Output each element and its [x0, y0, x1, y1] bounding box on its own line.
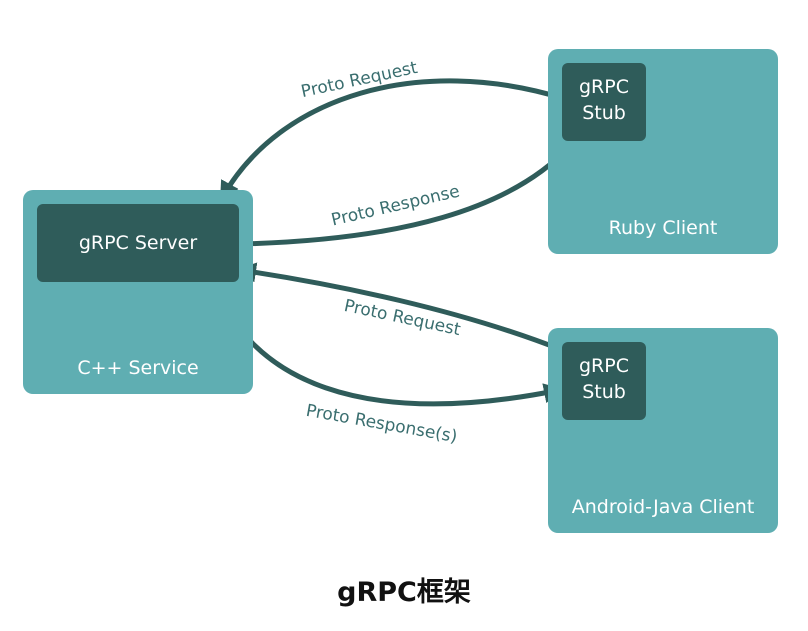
arrow-android-response [211, 281, 564, 407]
ruby-client-node: gRPC Stub Ruby Client [548, 49, 778, 254]
android-stub-line1: gRPC [579, 355, 629, 377]
grpc-server-label: gRPC Server [78, 232, 198, 254]
android-stub-line2: Stub [582, 380, 626, 403]
arrow-ruby-request [219, 78, 563, 202]
android-client-label: Android-Java Client [571, 496, 755, 518]
grpc-server-box: gRPC Server [37, 204, 239, 282]
grpc-diagram: gRPC Server C++ Service gRPC Stub Ruby C… [23, 49, 778, 533]
cpp-service-label: C++ Service [77, 357, 199, 379]
figure-caption: gRPC框架 [337, 577, 471, 608]
arrow-android-request [236, 262, 563, 353]
android-client-node: gRPC Stub Android-Java Client [548, 328, 778, 533]
arrow-ruby-response [239, 143, 573, 247]
ruby-client-label: Ruby Client [608, 217, 718, 239]
ruby-grpc-stub: gRPC Stub [562, 63, 646, 141]
ruby-stub-line1: gRPC [579, 76, 629, 98]
android-grpc-stub: gRPC Stub [562, 342, 646, 420]
ruby-stub-line2: Stub [582, 101, 626, 124]
cpp-service-node: gRPC Server C++ Service [23, 190, 253, 394]
